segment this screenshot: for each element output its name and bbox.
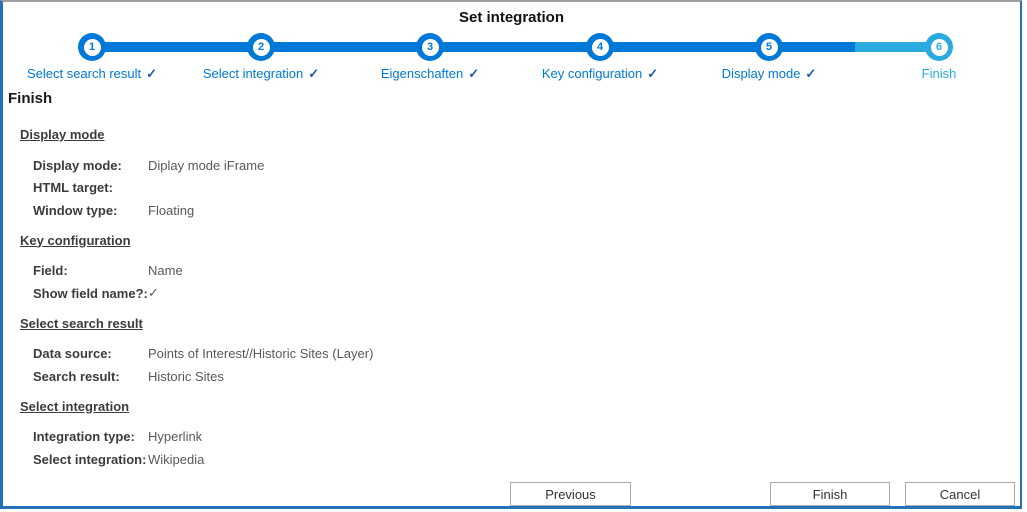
step-1-label-text: Select search result bbox=[26, 66, 142, 81]
stepper-track-completed bbox=[92, 42, 855, 52]
field-value: Hyperlink bbox=[148, 429, 203, 445]
summary-row: Display mode: Diplay mode iFrame bbox=[33, 154, 1000, 177]
step-6-indicator[interactable]: 6 bbox=[925, 33, 953, 61]
step-4-label: Key configuration ✓ bbox=[542, 66, 658, 82]
field-label: Search result: bbox=[33, 368, 120, 384]
section-select-integration: Select integration Integration type: Hyp… bbox=[20, 399, 1000, 471]
summary-row: Integration type: Hyperlink bbox=[33, 426, 1000, 449]
field-label: Display mode: bbox=[33, 157, 122, 173]
section-key-configuration-rows: Field: Name Show field name?: ✓ bbox=[20, 260, 1000, 305]
field-value: Points of Interest//Historic Sites (Laye… bbox=[148, 346, 374, 362]
step-1-check-icon: ✓ bbox=[146, 66, 158, 81]
section-display-mode: Display mode Display mode: Diplay mode i… bbox=[20, 127, 1000, 222]
step-5-label: Display mode ✓ bbox=[722, 66, 817, 82]
summary-row: Window type: Floating bbox=[33, 199, 1000, 222]
summary-row: Select integration: Wikipedia bbox=[33, 448, 1000, 471]
field-label: HTML target: bbox=[33, 180, 113, 196]
step-3-label: Eigenschaften ✓ bbox=[381, 66, 479, 82]
field-value: ✓ bbox=[148, 285, 159, 301]
summary-row: Field: Name bbox=[33, 260, 1000, 283]
dialog-title: Set integration bbox=[458, 9, 564, 26]
summary-row: Data source: Points of Interest//Histori… bbox=[33, 343, 1000, 366]
step-3-number: 3 bbox=[421, 38, 439, 56]
summary-row: HTML target: bbox=[33, 177, 1000, 200]
field-label: Window type: bbox=[33, 202, 118, 218]
section-select-integration-title: Select integration bbox=[20, 398, 130, 414]
field-label: Show field name?: bbox=[33, 285, 148, 301]
summary-sections: Display mode Display mode: Diplay mode i… bbox=[20, 127, 1000, 482]
step-2-label-text: Select integration bbox=[202, 66, 304, 81]
section-display-mode-rows: Display mode: Diplay mode iFrame HTML ta… bbox=[20, 154, 1000, 222]
step-4-check-icon: ✓ bbox=[647, 66, 659, 81]
previous-button[interactable]: Previous bbox=[510, 482, 631, 506]
step-5-label-text: Display mode bbox=[721, 66, 801, 81]
step-3-check-icon: ✓ bbox=[468, 66, 480, 81]
step-2-check-icon: ✓ bbox=[308, 66, 320, 81]
section-select-search-result-title: Select search result bbox=[20, 315, 143, 331]
field-value: Historic Sites bbox=[148, 368, 224, 384]
stepper-track-remaining bbox=[855, 42, 939, 52]
finish-button[interactable]: Finish bbox=[770, 482, 890, 506]
step-4-indicator[interactable]: 4 bbox=[586, 33, 614, 61]
step-5-indicator[interactable]: 5 bbox=[755, 33, 783, 61]
step-6-number: 6 bbox=[930, 38, 948, 56]
field-label: Data source: bbox=[33, 346, 112, 362]
section-select-search-result: Select search result Data source: Points… bbox=[20, 316, 1000, 388]
section-select-search-result-rows: Data source: Points of Interest//Histori… bbox=[20, 343, 1000, 388]
field-label: Select integration: bbox=[33, 451, 147, 467]
field-label: Integration type: bbox=[33, 429, 135, 445]
field-label: Field: bbox=[33, 263, 68, 279]
cancel-button[interactable]: Cancel bbox=[905, 482, 1015, 506]
step-3-indicator[interactable]: 3 bbox=[416, 33, 444, 61]
step-1-number: 1 bbox=[83, 38, 101, 56]
page-heading: Finish bbox=[8, 90, 53, 107]
step-4-number: 4 bbox=[591, 38, 609, 56]
section-key-configuration-title: Key configuration bbox=[20, 232, 131, 248]
field-value: Name bbox=[148, 263, 183, 279]
step-6-label: Finish bbox=[922, 66, 957, 81]
step-4-label-text: Key configuration bbox=[541, 66, 643, 81]
wizard-stepper: 1 Select search result ✓ 2 Select integra… bbox=[3, 2, 1020, 92]
step-5-number: 5 bbox=[760, 38, 778, 56]
step-2-indicator[interactable]: 2 bbox=[247, 33, 275, 61]
step-6-label-text: Finish bbox=[921, 66, 957, 81]
field-value: Diplay mode iFrame bbox=[148, 157, 265, 173]
section-display-mode-title: Display mode bbox=[20, 127, 105, 142]
summary-row: Search result: Historic Sites bbox=[33, 365, 1000, 388]
field-value: Wikipedia bbox=[148, 451, 205, 467]
section-key-configuration: Key configuration Field: Name Show field… bbox=[20, 233, 1000, 305]
step-3-label-text: Eigenschaften bbox=[380, 66, 464, 81]
step-1-indicator[interactable]: 1 bbox=[78, 33, 106, 61]
step-2-label: Select integration ✓ bbox=[203, 66, 319, 82]
step-2-number: 2 bbox=[252, 38, 270, 56]
field-value: Floating bbox=[148, 202, 195, 218]
step-1-label: Select search result ✓ bbox=[27, 66, 157, 82]
step-5-check-icon: ✓ bbox=[805, 66, 817, 81]
section-select-integration-rows: Integration type: Hyperlink Select integ… bbox=[20, 426, 1000, 471]
summary-row: Show field name?: ✓ bbox=[33, 282, 1000, 305]
